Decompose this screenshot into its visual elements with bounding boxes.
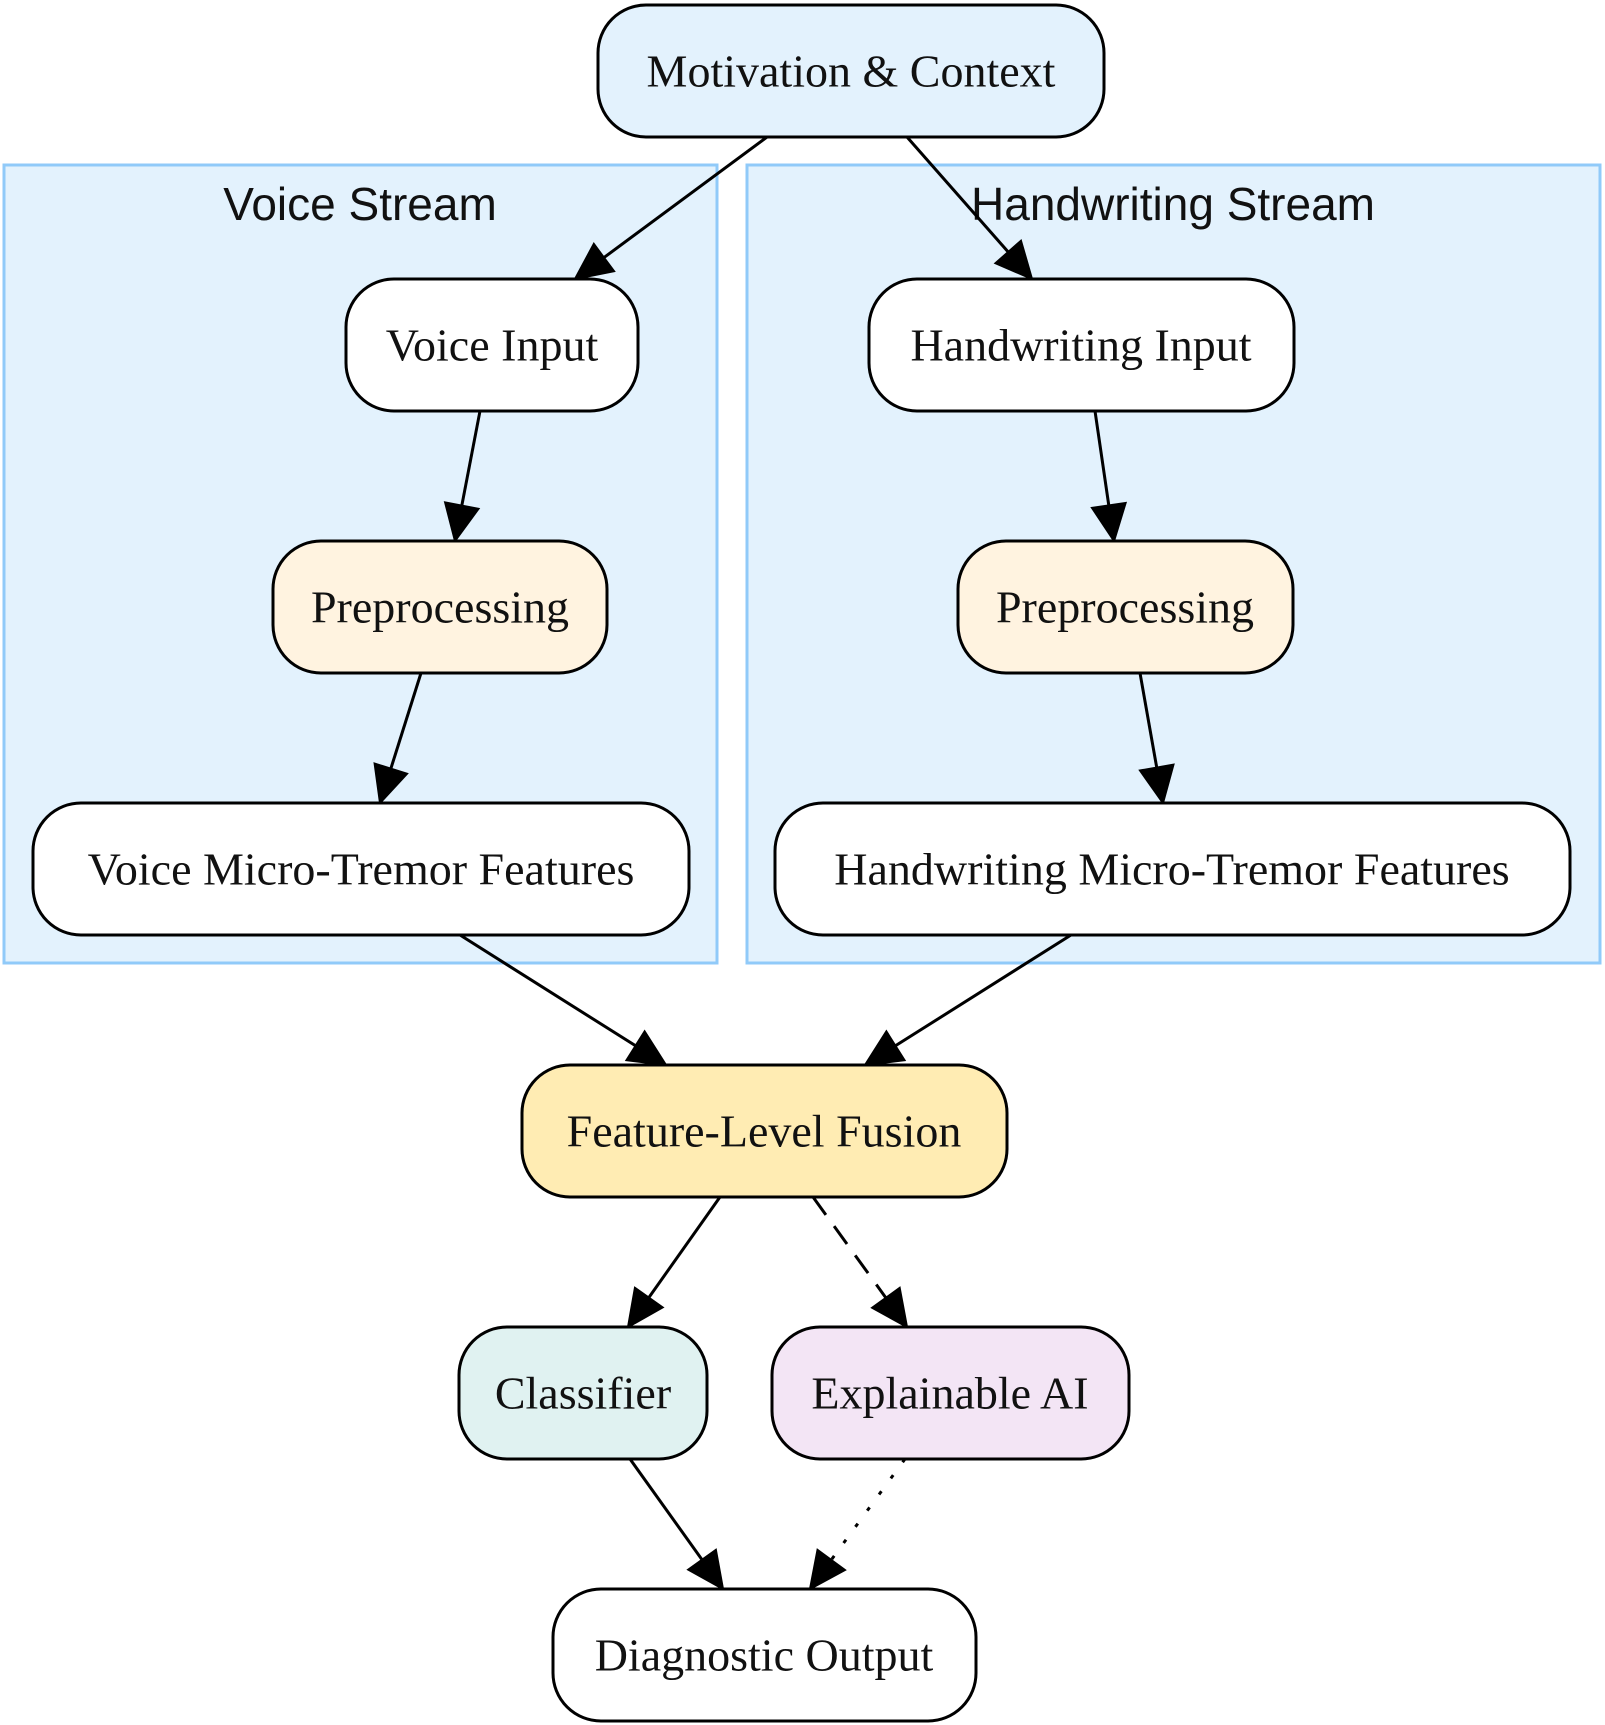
- cluster-voice-label: Voice Stream: [223, 178, 497, 230]
- edge-fusion-to-classifier: [626, 1196, 722, 1329]
- arrowhead: [1090, 501, 1128, 544]
- edge-motivation-to-voice-input: [573, 135, 768, 281]
- edge-hw-input-to-hw-pre: [1090, 410, 1128, 544]
- cluster-handwriting-label: Handwriting Stream: [971, 178, 1375, 230]
- arrowhead: [863, 1029, 907, 1067]
- node-handwriting-input-label: Handwriting Input: [910, 320, 1251, 371]
- node-voice-preprocessing-label: Preprocessing: [311, 582, 569, 633]
- node-voice-features-box: [31, 801, 691, 937]
- edge-line: [460, 410, 482, 506]
- edge-voice-pre-to-voice-feat: [373, 672, 423, 806]
- node-fusion: Feature-Level Fusion: [520, 1063, 1009, 1199]
- arrowhead: [686, 1548, 725, 1591]
- node-handwriting-preprocessing: Preprocessing: [956, 539, 1295, 675]
- edge-line: [459, 933, 637, 1048]
- edge-hw-feat-to-fusion: [863, 933, 1072, 1067]
- arrowhead: [808, 1548, 847, 1591]
- node-explainable-ai-box: [770, 1325, 1131, 1461]
- edge-motivation-to-hw-input: [905, 136, 1034, 281]
- edge-voice-input-to-voice-pre: [443, 410, 482, 544]
- node-motivation: Motivation & Context: [596, 3, 1106, 139]
- edge-line: [389, 672, 423, 770]
- node-voice-features: Voice Micro-Tremor Features: [31, 801, 691, 937]
- node-voice-input: Voice Input: [344, 277, 640, 413]
- node-diagnostic-output-label: Diagnostic Output: [595, 1630, 934, 1681]
- node-voice-input-label: Voice Input: [386, 320, 599, 371]
- edge-line: [811, 1196, 888, 1299]
- edge-line: [603, 135, 768, 259]
- node-handwriting-features-box: [773, 801, 1572, 937]
- arrowhead: [373, 762, 409, 806]
- node-fusion-box: [520, 1063, 1009, 1199]
- node-classifier: Classifier: [457, 1325, 709, 1461]
- node-voice-preprocessing-box: [271, 539, 609, 675]
- node-motivation-label: Motivation & Context: [647, 46, 1056, 97]
- edge-line: [647, 1196, 722, 1299]
- arrowhead: [626, 1286, 665, 1329]
- arrowhead: [443, 501, 481, 544]
- arrowhead: [993, 238, 1034, 281]
- node-handwriting-input-box: [867, 277, 1296, 413]
- node-voice-input-box: [344, 277, 640, 413]
- edge-line: [1138, 672, 1159, 768]
- arrowhead: [870, 1286, 909, 1329]
- edge-voice-feat-to-fusion: [459, 933, 668, 1067]
- edge-line: [905, 136, 1010, 253]
- node-handwriting-preprocessing-label: Preprocessing: [996, 582, 1254, 633]
- node-classifier-box: [457, 1325, 709, 1461]
- arrowhead: [624, 1029, 668, 1067]
- node-handwriting-features-label: Handwriting Micro-Tremor Features: [834, 844, 1509, 895]
- node-fusion-label: Feature-Level Fusion: [567, 1106, 962, 1157]
- edges-layer: [373, 135, 1175, 1591]
- node-explainable-ai-label: Explainable AI: [811, 1368, 1088, 1419]
- edge-classifier-to-output: [628, 1458, 725, 1591]
- node-diagnostic-output: Diagnostic Output: [551, 1587, 978, 1723]
- node-handwriting-preprocessing-box: [956, 539, 1295, 675]
- arrowhead: [1138, 763, 1175, 806]
- node-classifier-label: Classifier: [495, 1368, 671, 1419]
- edge-line: [628, 1458, 704, 1561]
- edge-line: [1093, 410, 1111, 506]
- node-handwriting-input: Handwriting Input: [867, 277, 1296, 413]
- arrowhead: [573, 242, 616, 281]
- edge-fusion-to-xai: [811, 1196, 909, 1329]
- node-explainable-ai: Explainable AI: [770, 1325, 1131, 1461]
- node-diagnostic-output-box: [551, 1587, 978, 1723]
- edge-hw-pre-to-hw-feat: [1138, 672, 1175, 806]
- node-voice-features-label: Voice Micro-Tremor Features: [88, 844, 635, 895]
- node-motivation-box: [596, 3, 1106, 139]
- edge-xai-to-output: [808, 1458, 907, 1591]
- node-handwriting-features: Handwriting Micro-Tremor Features: [773, 801, 1572, 937]
- node-voice-preprocessing: Preprocessing: [271, 539, 609, 675]
- edge-line: [894, 933, 1072, 1048]
- edge-line: [830, 1458, 907, 1561]
